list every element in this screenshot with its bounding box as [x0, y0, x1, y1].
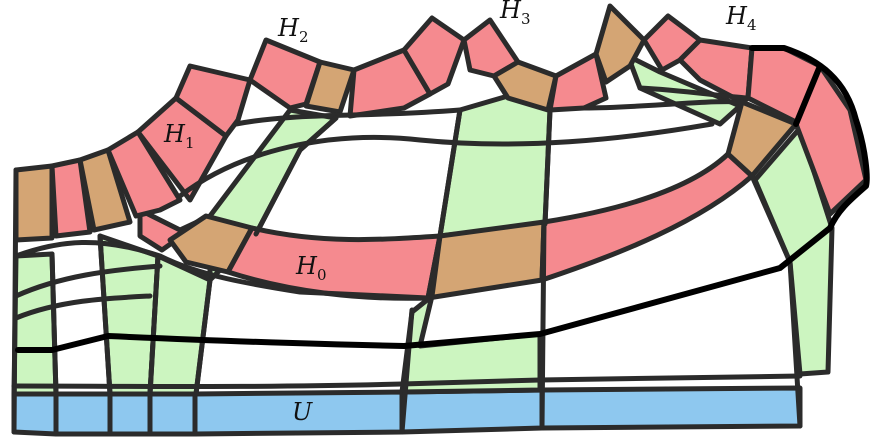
left-edge: [11, 167, 19, 435]
lower-boundary-curve: [15, 225, 833, 353]
inner-arc-7: [637, 85, 751, 101]
handle-h1: [13, 63, 253, 243]
h2-cell-3: [401, 15, 467, 97]
green-column-1: [11, 251, 59, 397]
label-h3: H3: [499, 0, 530, 28]
labels: H0 H1 H2 H3 H4 U: [163, 0, 756, 426]
inner-arc-1: [177, 121, 715, 199]
h1-cell-1: [49, 157, 93, 239]
col-line-g: [787, 259, 803, 429]
u-cell-2: [53, 391, 113, 437]
handle-h2: [247, 15, 467, 119]
h1-overlap-col-2: [77, 147, 133, 233]
h0-right: [539, 151, 755, 283]
right-boundary-curve: [749, 45, 870, 231]
grid-lines: [11, 85, 803, 435]
col-line-c: [147, 253, 161, 397]
col-line-e: [399, 307, 415, 435]
h1-cell-2: [105, 129, 183, 219]
handle-h3: [461, 3, 647, 113]
col-line-a: [49, 251, 59, 397]
right-inner-curve: [793, 63, 823, 127]
inner-arc-6: [581, 99, 745, 111]
u-cell-7: [539, 385, 803, 431]
col-line-f: [539, 219, 547, 431]
inner-arc-4: [429, 107, 463, 299]
inner-arc-3: [253, 115, 339, 237]
h0-overlap-2: [425, 219, 547, 301]
row-line-2: [13, 263, 163, 299]
u-cell-3: [107, 391, 153, 437]
h3-cell-2: [547, 51, 609, 113]
h3-overlap-2: [593, 3, 647, 85]
u-cell-4: [147, 391, 198, 437]
right-col-line: [749, 173, 793, 265]
u-cell-1: [11, 391, 59, 437]
h1-overlap-col-1: [13, 163, 55, 243]
label-h4: H4: [725, 2, 756, 34]
inner-arc-2: [233, 107, 463, 127]
h1-cell-4: [173, 63, 253, 139]
row-line-3: [13, 293, 153, 321]
u-cell-6: [399, 387, 545, 435]
col-line-b: [97, 233, 113, 397]
label-h1: H1: [163, 120, 194, 152]
label-h0: H0: [295, 252, 326, 284]
inner-arc-5: [542, 107, 553, 227]
label-u: U: [292, 398, 313, 426]
h2-overlap: [303, 59, 357, 115]
h2-cell-2: [347, 47, 433, 119]
boundary-curves: [15, 45, 870, 353]
label-h2: H2: [277, 14, 308, 46]
row-line-4: [11, 373, 803, 389]
